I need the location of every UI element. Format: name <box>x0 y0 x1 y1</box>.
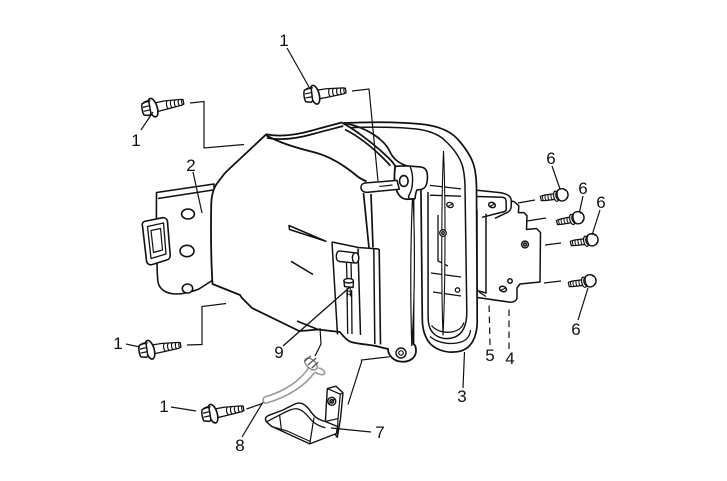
svg-text:6: 6 <box>596 193 605 212</box>
svg-text:1: 1 <box>159 397 168 416</box>
svg-text:5: 5 <box>485 346 494 365</box>
svg-text:2: 2 <box>186 156 195 175</box>
svg-text:1: 1 <box>113 334 122 353</box>
svg-text:3: 3 <box>457 387 466 406</box>
svg-text:8: 8 <box>235 436 244 455</box>
svg-text:9: 9 <box>274 343 283 362</box>
svg-text:1: 1 <box>279 31 288 50</box>
svg-text:6: 6 <box>571 320 580 339</box>
svg-text:6: 6 <box>578 179 587 198</box>
svg-text:6: 6 <box>546 149 555 168</box>
svg-text:1: 1 <box>131 131 140 150</box>
svg-text:4: 4 <box>505 349 514 368</box>
svg-text:7: 7 <box>375 423 384 442</box>
